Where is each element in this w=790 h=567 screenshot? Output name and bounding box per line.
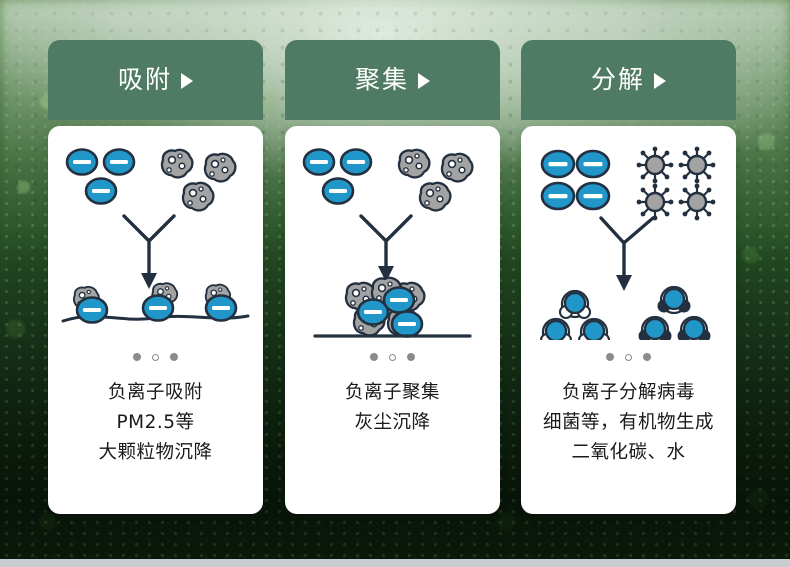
play-triangle-icon (181, 73, 193, 89)
card-decomposition-step-dots[interactable] (606, 352, 651, 362)
negative-ion-group-top (302, 148, 373, 205)
molecule-cluster-right (637, 285, 712, 340)
card-adsorption[interactable]: 吸附 (48, 40, 263, 514)
ion-decomposition-diagram (539, 145, 717, 340)
negative-ion-group-top (65, 148, 136, 205)
step-dot-2[interactable] (152, 353, 159, 361)
settled-particle-pairs (73, 282, 238, 324)
arrow-head-icon (378, 266, 394, 282)
ion-aggregation-diagram (302, 148, 474, 338)
y-shaped-down-arrow (122, 214, 176, 279)
step-dot-2[interactable] (389, 353, 396, 361)
card-adsorption-header: 吸附 (48, 40, 263, 120)
card-aggregation-body: 负离子聚集 灰尘沉降 (285, 126, 500, 514)
negative-ion-group-top (540, 149, 611, 211)
step-dot-3[interactable] (170, 353, 178, 361)
play-triangle-icon (418, 73, 430, 89)
step-dot-1[interactable] (606, 353, 614, 361)
card-decomposition-body: 负离子分解病毒 细菌等，有机物生成 二氧化碳、水 (521, 126, 736, 514)
card-adsorption-body: 负离子吸附 PM2.5等 大颗粒物沉降 (48, 126, 263, 514)
caption-line: 二氧化碳、水 (571, 441, 686, 463)
caption-line: 大颗粒物沉降 (98, 441, 213, 463)
card-decomposition[interactable]: 分解 (521, 40, 736, 514)
y-shaped-down-arrow (599, 216, 655, 281)
card-aggregation-title: 聚集 (354, 65, 409, 94)
caption-line: PM2.5等 (116, 411, 195, 433)
card-aggregation-step-dots[interactable] (370, 352, 415, 362)
aggregated-cluster (344, 276, 426, 338)
virus-particle-group-top (635, 145, 717, 222)
arrow-head-icon (616, 275, 632, 291)
play-triangle-icon (654, 73, 666, 89)
card-decomposition-caption: 负离子分解病毒 细菌等，有机物生成 二氧化碳、水 (543, 378, 714, 468)
dust-particle-group-top (397, 148, 474, 212)
card-adsorption-step-dots[interactable] (133, 352, 178, 362)
step-dot-3[interactable] (407, 353, 415, 361)
step-dot-1[interactable] (133, 353, 141, 361)
card-aggregation-header: 聚集 (285, 40, 500, 120)
step-dot-1[interactable] (370, 353, 378, 361)
caption-line: 灰尘沉降 (354, 411, 431, 433)
card-adsorption-caption: 负离子吸附 PM2.5等 大颗粒物沉降 (98, 378, 212, 468)
caption-line: 负离子吸附 (107, 382, 203, 403)
bottom-scroll-bar (0, 559, 790, 567)
molecule-cluster-left (539, 289, 611, 340)
card-adsorption-title: 吸附 (117, 65, 172, 94)
step-dot-2[interactable] (625, 353, 632, 361)
dust-particle-group-top (160, 148, 237, 212)
ion-adsorption-diagram (61, 148, 250, 324)
card-aggregation-caption: 负离子聚集 灰尘沉降 (345, 378, 440, 438)
card-aggregation[interactable]: 聚集 (285, 40, 500, 514)
caption-line: 负离子聚集 (344, 382, 440, 403)
caption-line: 细菌等，有机物生成 (542, 411, 714, 433)
card-decomposition-title: 分解 (590, 65, 645, 94)
card-decomposition-header: 分解 (521, 40, 736, 120)
y-shaped-down-arrow (359, 214, 413, 272)
step-dot-3[interactable] (643, 353, 651, 361)
arrow-head-icon (141, 273, 157, 289)
caption-line: 负离子分解病毒 (561, 382, 695, 403)
